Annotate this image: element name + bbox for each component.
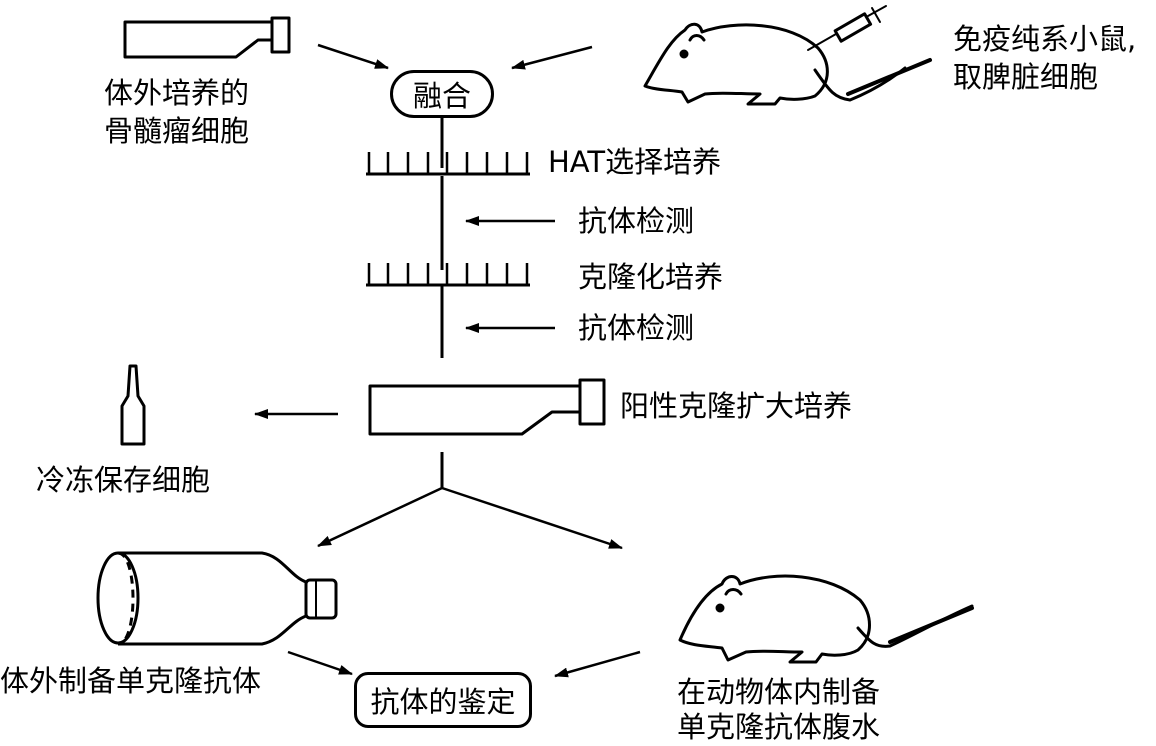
arrow-branch-right (441, 486, 623, 550)
arrow-mouse-to-fusion (511, 45, 593, 70)
positive-clone-label: 阳性克隆扩大培养 (620, 389, 853, 423)
arrow-invitro-to-identify (287, 650, 353, 676)
fusion-label: 融合 (412, 79, 471, 113)
culture-flask-icon (123, 16, 291, 59)
myeloma-label-line-2: 骨髓瘤细胞 (104, 114, 250, 148)
mouse-label-line-1: 免疫纯系小鼠, (953, 22, 1137, 56)
hat-plate-icon (366, 152, 530, 176)
arrow-branch-left (317, 486, 443, 548)
identify-label: 抗体的鉴定 (370, 685, 516, 719)
identify-box: 抗体的鉴定 (354, 672, 532, 728)
mouse-label-line-2: 取脾脏细胞 (953, 60, 1099, 94)
clone-plate-icon (366, 263, 530, 287)
mouse-syringe-icon (643, 5, 932, 106)
culture-bottle-icon (96, 551, 338, 646)
freeze-label: 冷冻保存细胞 (36, 463, 211, 497)
mouse-icon (678, 574, 974, 664)
in-vivo-label-line-1: 在动物体内制备 (677, 675, 881, 709)
arrow-myeloma-to-fusion (317, 43, 389, 70)
in-vivo-label-line-2: 单克隆抗体腹水 (677, 710, 881, 744)
positive-clone-flask-icon (368, 378, 606, 436)
in-vitro-label: 体外制备单克隆抗体 (0, 664, 262, 698)
arrow-invivo-to-identify (554, 650, 641, 678)
myeloma-label-line-1: 体外培养的 (104, 76, 250, 110)
ampoule-icon (120, 364, 146, 446)
hat-selection-label: HAT选择培养 (548, 145, 722, 179)
fusion-box: 融合 (390, 70, 494, 118)
antibody-test-label-1: 抗体检测 (578, 204, 695, 238)
antibody-test-label-2: 抗体检测 (578, 311, 695, 345)
clone-culture-label: 克隆化培养 (578, 260, 724, 294)
